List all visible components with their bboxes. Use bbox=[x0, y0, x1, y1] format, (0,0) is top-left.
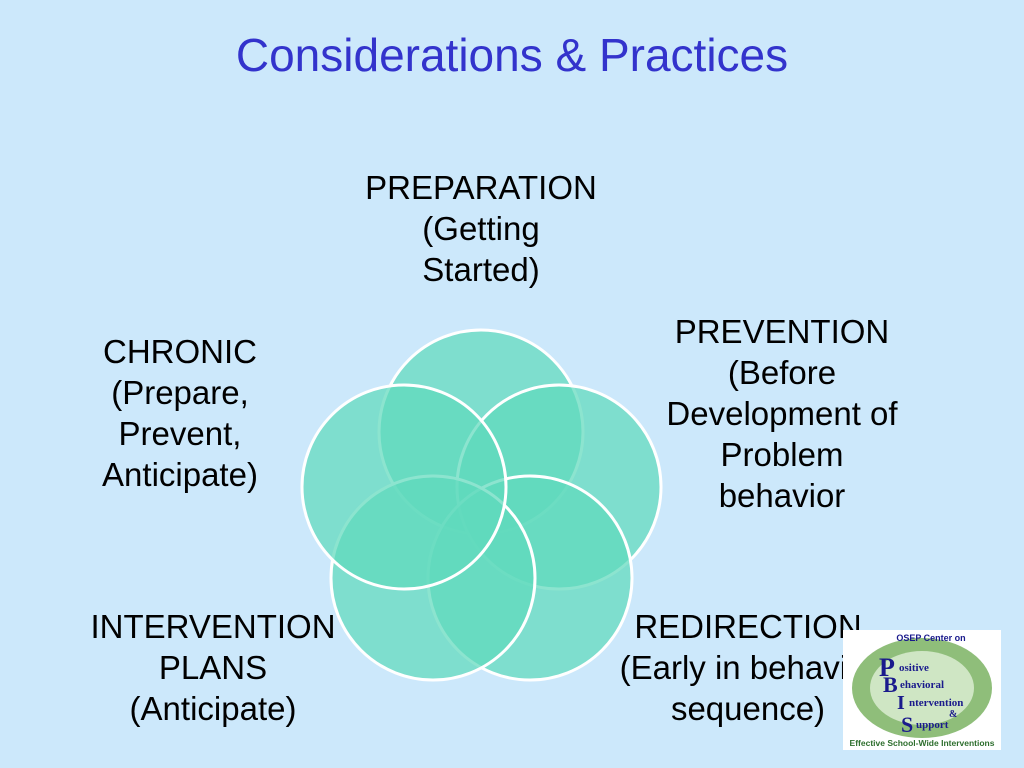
label-redirection-line-3: sequence) bbox=[670, 690, 826, 727]
label-prevention: PREVENTION (Before Development of Proble… bbox=[632, 311, 932, 516]
logo-word-behavioral: ehavioral bbox=[900, 679, 944, 691]
label-preparation-line-2: (Getting bbox=[422, 210, 540, 247]
label-redirection-line-1: REDIRECTION bbox=[634, 608, 862, 645]
label-preparation: PREPARATION (Getting Started) bbox=[331, 167, 631, 290]
logo-word-intervention: ntervention bbox=[909, 697, 963, 709]
label-intervention-plans-line-3: (Anticipate) bbox=[129, 690, 297, 727]
label-chronic-line-3: Prevent, bbox=[118, 415, 242, 452]
label-intervention-plans: INTERVENTION PLANS (Anticipate) bbox=[63, 606, 363, 729]
label-prevention-line-2: (Before bbox=[727, 354, 837, 391]
logo-word-positive: ositive bbox=[899, 662, 929, 674]
label-intervention-plans-line-2: PLANS bbox=[158, 649, 268, 686]
label-prevention-line-5: behavior bbox=[718, 477, 846, 514]
logo-word-support: upport bbox=[916, 719, 949, 731]
venn-circles bbox=[300, 328, 663, 682]
slide-title: Considerations & Practices bbox=[235, 29, 789, 81]
label-chronic: CHRONIC (Prepare, Prevent, Anticipate) bbox=[70, 331, 290, 495]
label-chronic-line-1: CHRONIC bbox=[103, 333, 257, 370]
label-prevention-line-4: Problem bbox=[720, 436, 844, 473]
pbis-logo: OSEP Center on P ositive B ehavioral I n… bbox=[843, 630, 1001, 750]
logo-inner bbox=[870, 651, 974, 725]
label-preparation-line-3: Started) bbox=[422, 251, 540, 288]
logo-letter-p: P bbox=[879, 653, 895, 682]
label-preparation-line-1: PREPARATION bbox=[365, 169, 597, 206]
logo-word-and: & bbox=[949, 709, 957, 720]
label-intervention-plans-line-1: INTERVENTION bbox=[90, 608, 336, 645]
logo-letter-i: I bbox=[897, 692, 905, 714]
circle-chronic bbox=[300, 383, 508, 591]
label-redirection-line-2: (Early in behavior bbox=[619, 649, 877, 686]
label-chronic-line-4: Anticipate) bbox=[102, 456, 258, 493]
logo-letter-b: B bbox=[883, 672, 898, 697]
logo-footer: Effective School-Wide Interventions bbox=[850, 738, 995, 748]
logo-letter-s: S bbox=[901, 712, 913, 737]
logo-header: OSEP Center on bbox=[896, 633, 965, 643]
label-prevention-line-1: PREVENTION bbox=[674, 313, 890, 350]
label-chronic-line-2: (Prepare, bbox=[111, 374, 249, 411]
label-redirection: REDIRECTION (Early in behavior sequence) bbox=[588, 606, 908, 729]
label-prevention-line-3: Development of bbox=[666, 395, 898, 432]
